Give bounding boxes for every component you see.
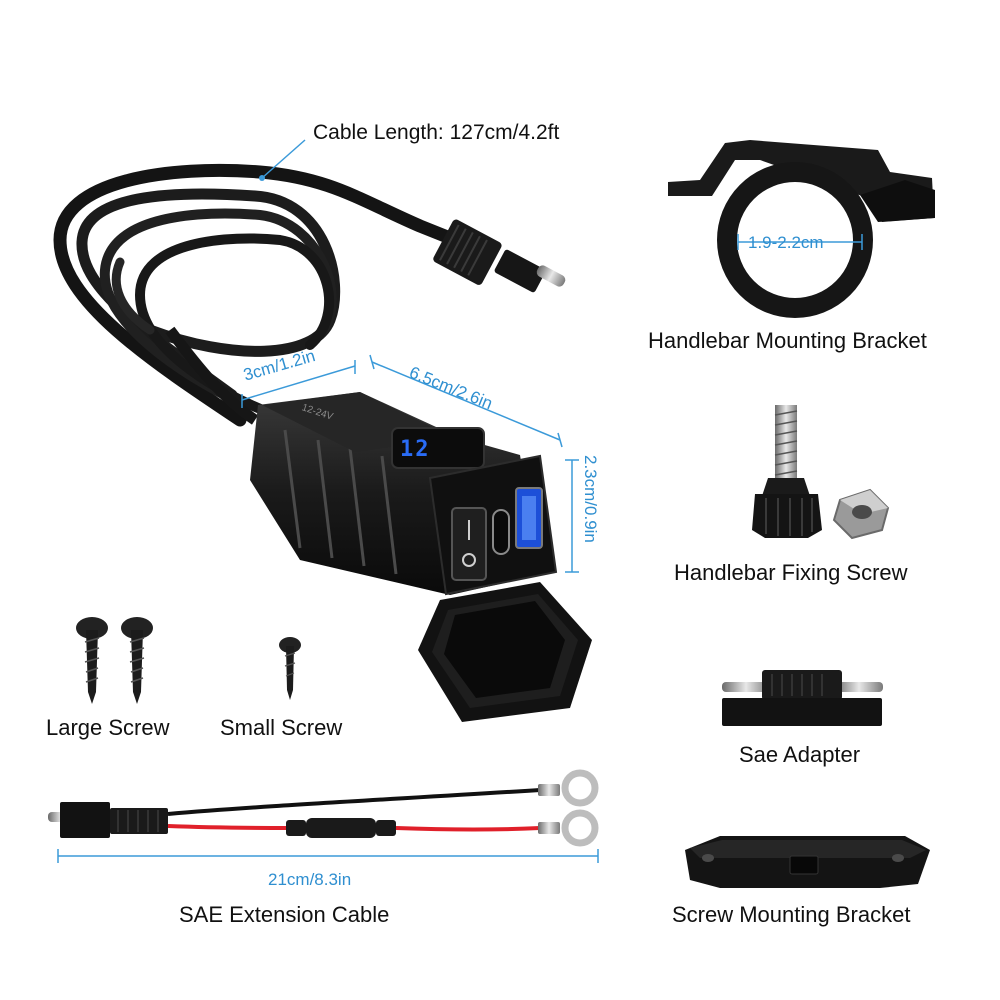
screw-mounting-bracket-label: Screw Mounting Bracket	[672, 902, 911, 927]
sae-adapter-icon	[722, 670, 883, 726]
extension-length-label: 21cm/8.3in	[268, 870, 352, 889]
nut-icon	[832, 488, 890, 540]
cable-length-label: Cable Length: 127cm/4.2ft	[313, 121, 560, 144]
sae-adapter-label: Sae Adapter	[739, 742, 861, 767]
handlebar-bracket-icon	[668, 140, 935, 318]
length-dimension	[369, 354, 563, 448]
sae-connector-icon	[433, 219, 566, 293]
small-screw-icon	[279, 637, 301, 700]
width-dimension	[241, 360, 356, 408]
usb-charger-icon	[165, 326, 558, 596]
large-screw-label: Large Screw	[46, 715, 170, 740]
bracket-diameter-label: 1.9-2.2cm	[748, 233, 824, 252]
cable-length-pointer	[259, 139, 306, 181]
dust-cap-icon	[418, 582, 592, 722]
height-dimension	[565, 459, 579, 573]
bracket-diameter-dimension	[737, 234, 863, 250]
sae-extension-cable-icon	[48, 769, 599, 847]
handlebar-fixing-screw-icon	[752, 405, 822, 538]
coiled-cable-icon	[53, 163, 462, 427]
small-screw-label: Small Screw	[220, 715, 343, 740]
large-screw-icon	[76, 617, 108, 704]
height-label: 2.3cm/0.9in	[581, 455, 600, 543]
sae-extension-cable-label: SAE Extension Cable	[179, 902, 390, 927]
large-screw-icon-2	[121, 617, 153, 704]
handlebar-mounting-bracket-label: Handlebar Mounting Bracket	[648, 328, 927, 353]
screw-mounting-bracket-icon	[685, 836, 930, 888]
handlebar-fixing-screw-label: Handlebar Fixing Screw	[674, 560, 908, 585]
voltmeter-display-reading: 12	[400, 437, 431, 462]
extension-length-dimension	[57, 849, 599, 863]
